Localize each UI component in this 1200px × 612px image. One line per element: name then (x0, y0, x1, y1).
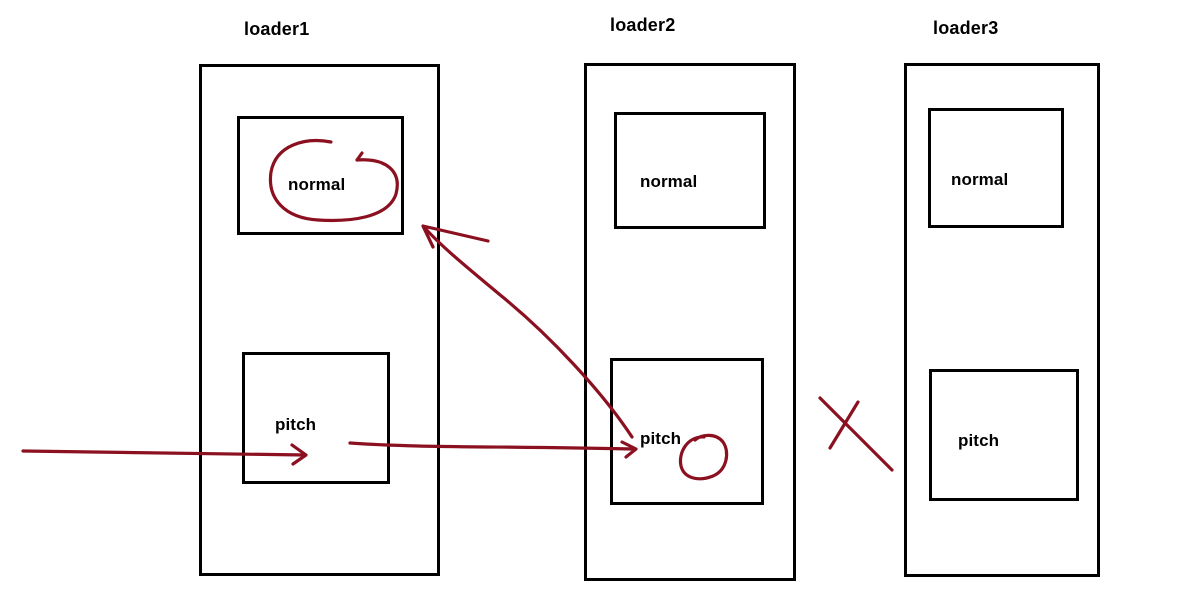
loader2-pitch-box (610, 358, 764, 505)
loader3-pitch-box (929, 369, 1079, 501)
loader2-normal-label: normal (640, 172, 698, 191)
loader1-normal-box (237, 116, 404, 235)
loader1-pitch-label: pitch (275, 415, 317, 434)
loader3-title: loader3 (933, 18, 999, 38)
loader1-pitch-box (242, 352, 390, 484)
loader3-blocked-x-mark (818, 396, 894, 472)
loader2-normal-box (614, 112, 766, 229)
loader2-pitch-label: pitch (640, 429, 682, 448)
loader3-pitch-label: pitch (958, 431, 1000, 450)
loader1-normal-label: normal (288, 175, 346, 194)
loader3-box (904, 63, 1100, 577)
loader3-normal-box (928, 108, 1064, 228)
loader1-title: loader1 (244, 19, 310, 39)
loader3-normal-label: normal (951, 170, 1009, 189)
loader2-title: loader2 (610, 15, 676, 35)
